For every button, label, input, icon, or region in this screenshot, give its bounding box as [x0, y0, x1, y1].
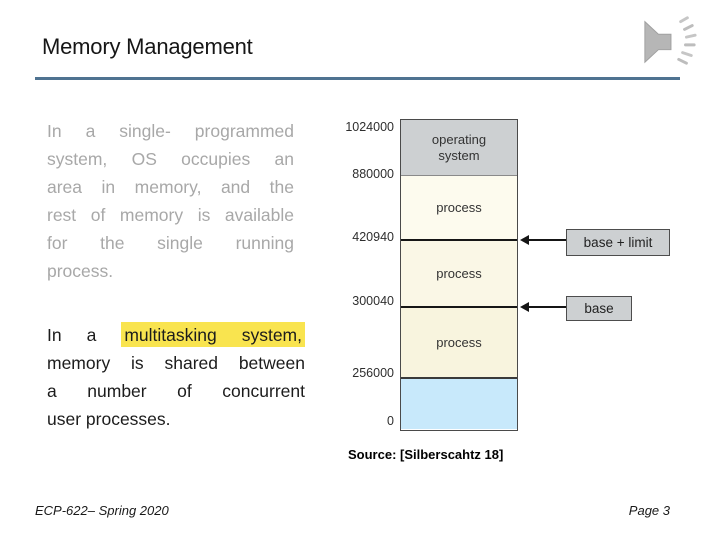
- text-segment: In a: [47, 325, 97, 345]
- page-title: Memory Management: [42, 34, 253, 59]
- callout-label: base + limit: [583, 235, 653, 250]
- section-label: operating system: [431, 131, 487, 163]
- memory-section-process-2: process: [401, 239, 517, 306]
- source-note: Source: [Silberscahtz 18]: [348, 447, 504, 462]
- memory-section-process-1: process: [401, 175, 517, 239]
- memory-section-process-3: process: [401, 306, 517, 377]
- audio-speaker-icon[interactable]: [641, 13, 699, 69]
- callout-base-limit: base + limit: [566, 229, 670, 256]
- text-line: memory is shared between: [47, 353, 305, 373]
- address-label: 256000: [352, 366, 394, 380]
- address-label: 420940: [352, 230, 394, 244]
- address-label: 0: [387, 414, 394, 428]
- title-divider: [35, 77, 680, 80]
- text-line: area in memory, and the: [47, 177, 294, 197]
- highlight-multitasking: multitasking system,: [121, 322, 305, 347]
- paragraph-multitasking: In a multitasking system, memory is shar…: [47, 321, 305, 433]
- section-label: process: [436, 334, 482, 350]
- text-line: user processes.: [47, 409, 171, 429]
- paragraph-single-programmed: In a single- programmed system, OS occup…: [47, 117, 294, 285]
- text-line: process.: [47, 261, 114, 281]
- arrow-base: [520, 302, 566, 312]
- address-label: 880000: [352, 167, 394, 181]
- text-line: In a multitasking system,: [47, 321, 305, 349]
- text-line: rest of memory is available: [47, 205, 294, 225]
- memory-section-operating-system: operating system: [401, 120, 517, 175]
- section-label: process: [436, 265, 482, 281]
- memory-section-free: [401, 377, 517, 429]
- memory-column: operating system process process process: [400, 119, 518, 431]
- text-line: for the single running: [47, 233, 294, 253]
- section-label: process: [436, 199, 482, 215]
- text-line: system, OS occupies an: [47, 149, 294, 169]
- callout-base: base: [566, 296, 632, 321]
- text-line: In a single- programmed: [47, 121, 294, 141]
- arrow-base-limit: [520, 235, 566, 245]
- footer-page: Page 3: [628, 503, 670, 518]
- callout-label: base: [584, 301, 614, 316]
- footer-course: ECP-622– Spring 2020: [35, 503, 169, 518]
- text-line: a number of concurrent: [47, 381, 305, 401]
- address-label: 300040: [352, 294, 394, 308]
- address-label: 1024000: [345, 120, 394, 134]
- speaker-icon: [644, 16, 697, 65]
